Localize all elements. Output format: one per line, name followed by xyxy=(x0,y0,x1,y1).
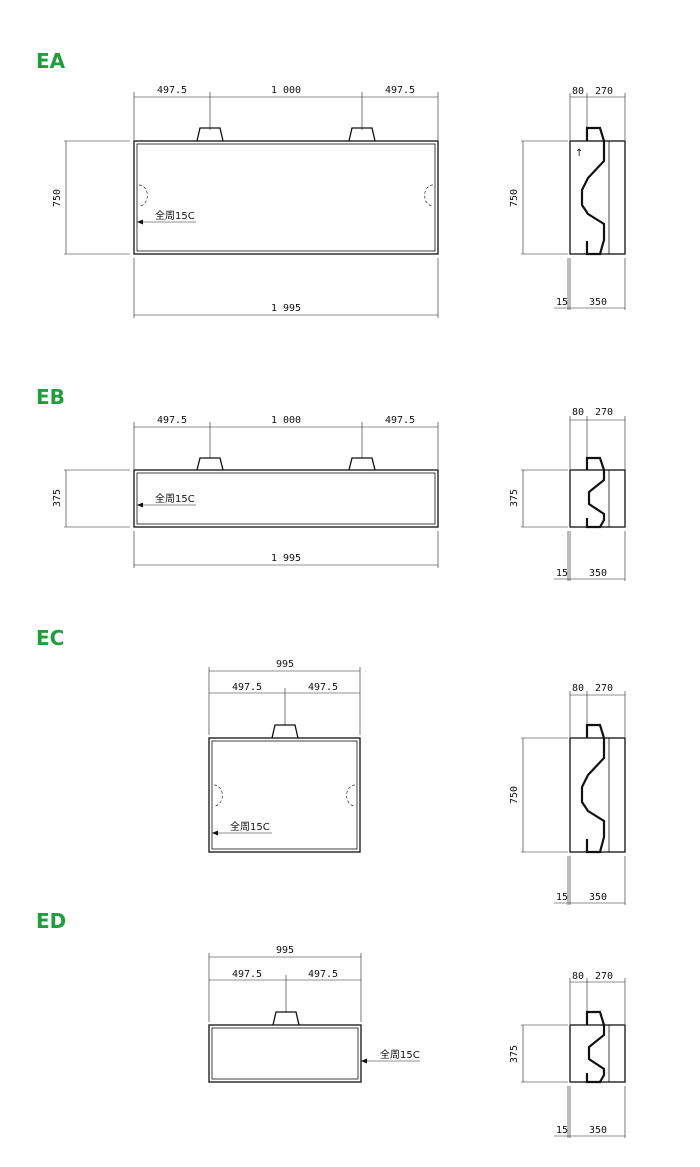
section-ed: ED 995 497.5 497.5 全周15C 80 270 xyxy=(36,909,626,1138)
side-view-ed: 80 270 375 15 350 xyxy=(509,971,626,1138)
dim-height-ea: 750 xyxy=(52,189,63,207)
side-bot-b-ea: 350 xyxy=(589,297,607,308)
dim-left-eb: 497.5 xyxy=(157,415,187,426)
chamfer-note-ea: 全周15C xyxy=(155,209,195,222)
svg-text:↑: ↑ xyxy=(575,148,583,159)
chamfer-note-ec: 全周15C xyxy=(230,820,270,833)
section-ec: EC 995 497.5 497.5 全周15C 80 270 xyxy=(36,626,626,905)
side-bot-a-ed: 15 xyxy=(556,1125,568,1136)
front-view-ed: 995 497.5 497.5 全周15C xyxy=(208,945,420,1083)
section-eb: EB 497.5 1 000 497.5 375 全周15C 1 995 xyxy=(36,385,626,581)
dim-mid-eb: 1 000 xyxy=(271,415,301,426)
dim-mid-ea: 1 000 xyxy=(271,85,301,96)
side-bot-a-ea: 15 xyxy=(556,297,568,308)
side-view-eb: 80 270 375 15 350 xyxy=(509,407,626,581)
front-view-ea: 497.5 1 000 497.5 750 全周15C 1 xyxy=(52,85,439,318)
section-label-ed: ED xyxy=(36,909,66,933)
section-ea: EA 497.5 1 000 497.5 750 xyxy=(36,49,626,318)
dim-left-ed: 497.5 xyxy=(232,969,262,980)
side-top-a-eb: 80 xyxy=(572,407,584,418)
section-label-eb: EB xyxy=(36,385,65,409)
side-bot-a-eb: 15 xyxy=(556,568,568,579)
side-top-b-ed: 270 xyxy=(595,971,613,982)
dim-height-eb: 375 xyxy=(52,489,63,507)
side-bot-b-eb: 350 xyxy=(589,568,607,579)
front-view-ec: 995 497.5 497.5 全周15C xyxy=(208,659,361,853)
side-height-ec: 750 xyxy=(509,786,520,804)
dim-total-ed: 995 xyxy=(276,945,294,956)
dim-right-ec: 497.5 xyxy=(308,682,338,693)
dim-right-ea: 497.5 xyxy=(385,85,415,96)
section-label-ea: EA xyxy=(36,49,66,73)
side-height-eb: 375 xyxy=(509,489,520,507)
side-bot-b-ed: 350 xyxy=(589,1125,607,1136)
dim-left-ea: 497.5 xyxy=(157,85,187,96)
front-view-eb: 497.5 1 000 497.5 375 全周15C 1 995 xyxy=(52,415,439,568)
chamfer-note-eb: 全周15C xyxy=(155,492,195,505)
side-top-a-ec: 80 xyxy=(572,683,584,694)
side-view-ea: 80 270 ↑ 750 15 350 xyxy=(509,86,626,310)
side-bot-a-ec: 15 xyxy=(556,892,568,903)
chamfer-note-ed: 全周15C xyxy=(380,1048,420,1061)
dim-bottom-eb: 1 995 xyxy=(271,553,301,564)
section-label-ec: EC xyxy=(36,626,64,650)
side-view-ec: 80 270 750 15 350 xyxy=(509,683,626,905)
side-bot-b-ec: 350 xyxy=(589,892,607,903)
dim-bottom-ea: 1 995 xyxy=(271,303,301,314)
side-top-b-eb: 270 xyxy=(595,407,613,418)
dim-total-ec: 995 xyxy=(276,659,294,670)
side-top-b-ea: 270 xyxy=(595,86,613,97)
dim-left-ec: 497.5 xyxy=(232,682,262,693)
dim-right-ed: 497.5 xyxy=(308,969,338,980)
side-top-a-ea: 80 xyxy=(572,86,584,97)
side-top-b-ec: 270 xyxy=(595,683,613,694)
dim-right-eb: 497.5 xyxy=(385,415,415,426)
side-height-ed: 375 xyxy=(509,1045,520,1063)
side-top-a-ed: 80 xyxy=(572,971,584,982)
side-height-ea: 750 xyxy=(509,189,520,207)
